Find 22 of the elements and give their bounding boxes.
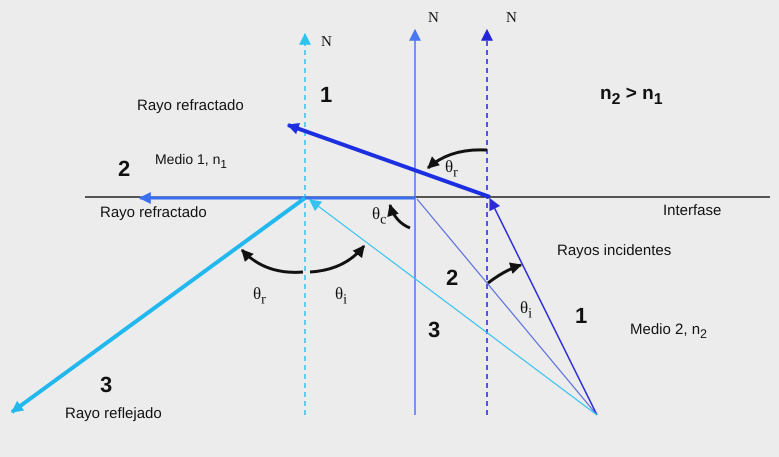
ray-label: Rayo refractado [137, 98, 244, 114]
ray-label: Rayo reflejado [65, 406, 162, 422]
ray-label: Rayo refractado [100, 205, 207, 222]
interface-label: Interfase [663, 203, 722, 220]
medium-label: Medio 2, n$_{2}$ [630, 322, 707, 342]
normal-label: N [321, 34, 332, 50]
angle-label: θ$_{r}$ [253, 285, 266, 308]
angle-label: θ$_{i}$ [520, 299, 532, 322]
ray-number: 1 [575, 304, 588, 328]
ray-number: 3 [428, 318, 440, 342]
medium-label: Medio 1, n$_{1}$ [155, 152, 227, 172]
normal-label: N [506, 10, 517, 26]
ray-number: 2 [118, 157, 130, 182]
ray-number: 1 [320, 83, 332, 108]
angle-label: θ$_{r}$ [445, 158, 458, 181]
ray-number: 2 [446, 266, 458, 290]
ray-number: 3 [100, 373, 112, 398]
normal-label: N [428, 10, 439, 26]
index-relation: n$_{2}$ > n$_{1}$ [600, 84, 662, 108]
angle-label: θ$_{c}$ [372, 205, 386, 228]
ray-label: Rayos incidentes [557, 243, 672, 260]
angle-label: θ$_{i}$ [335, 285, 348, 308]
